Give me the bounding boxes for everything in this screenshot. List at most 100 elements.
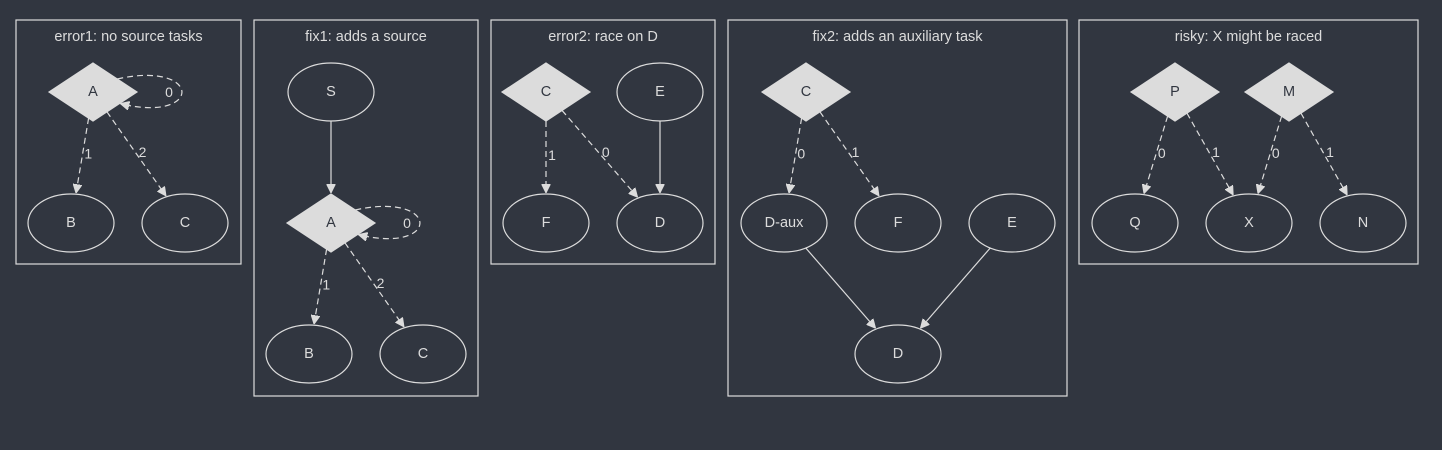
edge-label: 0 (602, 144, 610, 160)
node-label: C (418, 346, 428, 362)
ellipse-node-shape (616, 193, 704, 253)
edge-line (1186, 112, 1234, 195)
edge-label: 1 (548, 147, 556, 163)
cluster-frame (1078, 19, 1419, 265)
edge-label: 2 (377, 275, 385, 291)
node-daux: D-aux (740, 193, 828, 253)
edge-A-to-C: 2 (344, 242, 404, 327)
node-e: E (968, 193, 1056, 253)
node-d: D (616, 193, 704, 253)
cluster-title: fix1: adds a source (305, 29, 427, 45)
edge-line (117, 74, 183, 107)
edge-label: 2 (139, 144, 147, 160)
edge-C-to-F: 1 (819, 111, 879, 196)
ellipse-node-shape (1319, 193, 1407, 253)
edge-line (1258, 115, 1283, 193)
ellipse-node-shape (502, 193, 590, 253)
edge-line (789, 118, 803, 193)
edge-label: 1 (1326, 144, 1334, 160)
cluster-title: error2: race on D (548, 29, 658, 45)
diamond-node-shape (760, 62, 852, 122)
node-label: A (88, 84, 98, 100)
edge-A-to-C: 2 (106, 111, 166, 196)
edge-label: 0 (403, 215, 411, 231)
edge-label: 0 (165, 84, 173, 100)
ellipse-node-shape (287, 62, 375, 122)
diamond-node-shape (1129, 62, 1221, 122)
ellipse-node-shape (265, 324, 353, 384)
edge-label: 1 (852, 144, 860, 160)
node-a: A (47, 62, 139, 122)
ellipse-node-shape (968, 193, 1056, 253)
ellipse-node-shape (141, 193, 229, 253)
edge-label: 1 (1212, 144, 1220, 160)
cluster-error1: error1: no source tasks 0 1 2 A B C (15, 19, 242, 265)
node-label: C (801, 84, 811, 100)
node-label: D (893, 346, 903, 362)
node-a: A (285, 193, 377, 253)
node-c: C (760, 62, 852, 122)
edge-line (1300, 112, 1348, 195)
edge-line (76, 118, 90, 193)
edge-line (314, 249, 328, 324)
edge-P-to-X: 1 (1186, 112, 1234, 195)
node-label: E (655, 84, 665, 100)
node-d: D (854, 324, 942, 384)
node-label: D (655, 215, 665, 231)
node-c: C (141, 193, 229, 253)
node-s: S (287, 62, 375, 122)
node-label: P (1170, 84, 1180, 100)
edge-label: 0 (1272, 145, 1280, 161)
edge-E-to-D (920, 247, 991, 328)
cluster-title: risky: X might be raced (1175, 29, 1322, 45)
ellipse-node-shape (1205, 193, 1293, 253)
cluster-frame (490, 19, 716, 265)
edge-A-to-B: 1 (314, 249, 330, 324)
node-label: S (326, 84, 336, 100)
node-label: B (66, 215, 76, 231)
node-b: B (265, 324, 353, 384)
edge-C-to-D: 0 (561, 110, 638, 197)
node-label: D-aux (765, 215, 804, 231)
edge-label: 0 (797, 146, 805, 162)
edge-label: 1 (84, 146, 92, 162)
node-b: B (27, 193, 115, 253)
node-x: X (1205, 193, 1293, 253)
node-q: Q (1091, 193, 1179, 253)
node-label: X (1244, 215, 1254, 231)
cluster-frame (727, 19, 1068, 397)
diamond-node-shape (1243, 62, 1335, 122)
edge-line (819, 111, 879, 196)
node-label: C (180, 215, 190, 231)
node-e: E (616, 62, 704, 122)
edge-C-to-F: 1 (546, 121, 556, 193)
ellipse-node-shape (1091, 193, 1179, 253)
cluster-fix1: fix1: adds a source 0 1 2 S A B C (253, 19, 479, 397)
ellipse-node-shape (379, 324, 467, 384)
node-label: E (1007, 215, 1017, 231)
edge-M-to-X: 0 (1258, 115, 1283, 193)
cluster-frame (253, 19, 479, 397)
edge-line (561, 110, 638, 197)
edge-Daux-to-D (805, 247, 876, 328)
node-n: N (1319, 193, 1407, 253)
diamond-node-shape (500, 62, 592, 122)
node-label: F (542, 215, 551, 231)
cluster-frame (15, 19, 242, 265)
node-label: C (541, 84, 551, 100)
edge-line (344, 242, 404, 327)
edge-A-to-A: 0 (117, 74, 183, 107)
node-label: A (326, 215, 336, 231)
node-m: M (1243, 62, 1335, 122)
node-c: C (500, 62, 592, 122)
ellipse-node-shape (616, 62, 704, 122)
cluster-error2: error2: race on D 1 0 C E F D (490, 19, 716, 265)
node-label: M (1283, 84, 1295, 100)
ellipse-node-shape (740, 193, 828, 253)
ellipse-node-shape (854, 324, 942, 384)
edge-line (106, 111, 166, 196)
cluster-title: error1: no source tasks (54, 29, 202, 45)
